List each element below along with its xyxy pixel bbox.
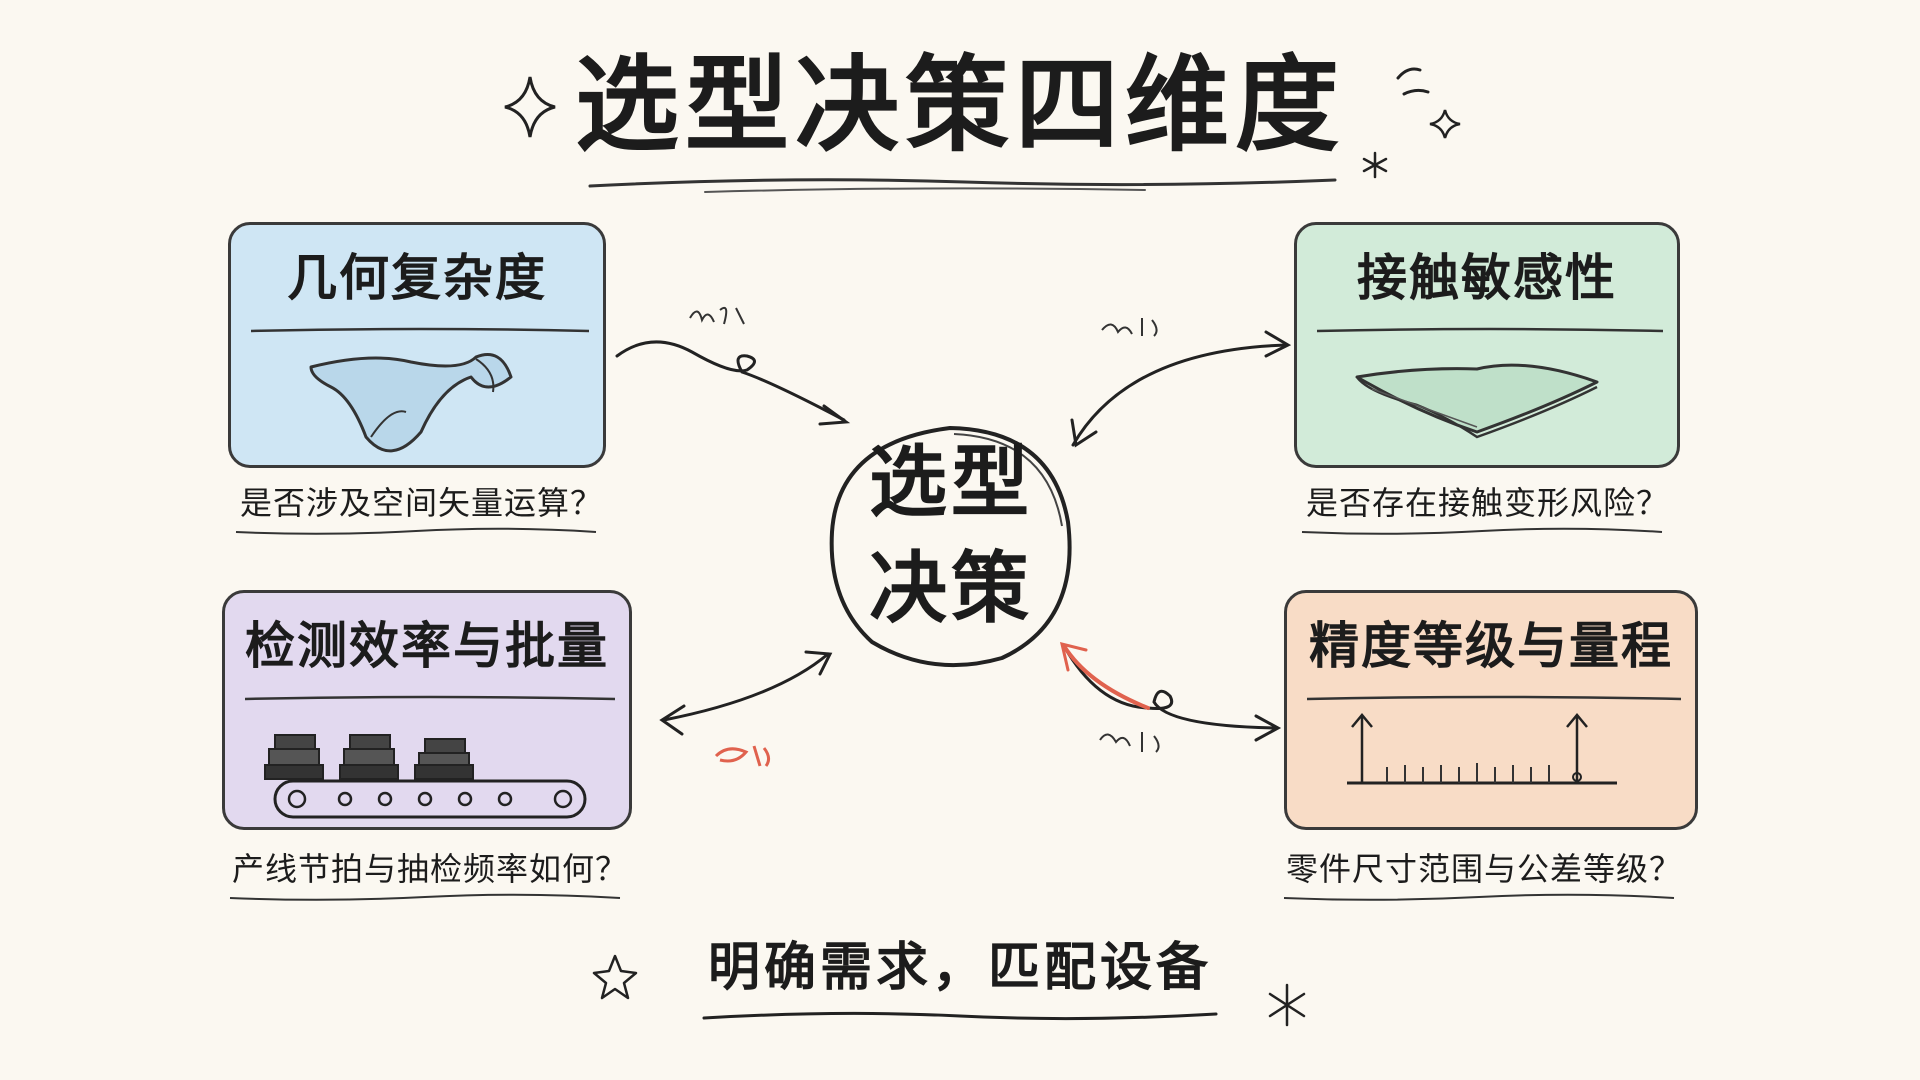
arrow-center-to-card3	[659, 650, 833, 767]
bottom-slogan: 明确需求，匹配设备	[707, 938, 1212, 998]
card-title: 几何复杂度	[287, 249, 547, 307]
card-divider	[1307, 695, 1681, 701]
arrow-card4-to-center	[1059, 641, 1282, 753]
card-divider	[251, 327, 589, 333]
card-title: 接触敏感性	[1357, 249, 1617, 307]
sparkle-icon	[504, 76, 556, 138]
card-contact-sensitivity: 接触敏感性	[1294, 222, 1680, 468]
sparkle-icon	[1396, 67, 1461, 139]
center-node	[829, 425, 1072, 668]
main-title: 选型决策四维度	[574, 44, 1345, 166]
slogan-underline	[702, 1011, 1218, 1021]
question-underline	[1283, 893, 1675, 901]
question-underline	[229, 893, 621, 901]
arrow-card1-to-center	[615, 306, 851, 426]
soft-pad-icon	[1355, 363, 1599, 439]
card-divider	[245, 695, 615, 701]
card-question: 是否存在接触变形风险？	[1306, 484, 1670, 522]
asterisk-icon	[1268, 983, 1306, 1027]
card-question: 产线节拍与抽检频率如何？	[232, 850, 629, 888]
warped-sheet-icon	[309, 353, 513, 453]
center-label-line1: 选型	[868, 438, 1033, 528]
arrow-center-to-card2	[1070, 318, 1292, 448]
card-title: 检测效率与批量	[245, 617, 609, 675]
center-label-line2: 决策	[868, 544, 1033, 634]
card-question: 是否涉及空间矢量运算？	[240, 484, 604, 522]
card-divider	[1317, 327, 1663, 333]
title-underline	[588, 178, 1337, 193]
center-label: 选型 决策	[822, 430, 1080, 660]
card-precision-range: 精度等级与量程	[1284, 590, 1698, 830]
measuring-scale-icon	[1347, 713, 1617, 785]
conveyor-belt-icon	[264, 734, 587, 819]
card-question: 零件尺寸范围与公差等级？	[1286, 850, 1683, 888]
question-underline	[235, 527, 597, 535]
question-underline	[1301, 527, 1663, 535]
card-inspection-efficiency: 检测效率与批量	[222, 590, 632, 830]
card-title: 精度等级与量程	[1309, 617, 1673, 675]
card-geometric-complexity: 几何复杂度	[228, 222, 606, 468]
asterisk-icon	[1362, 151, 1388, 179]
star-icon	[592, 954, 638, 1000]
